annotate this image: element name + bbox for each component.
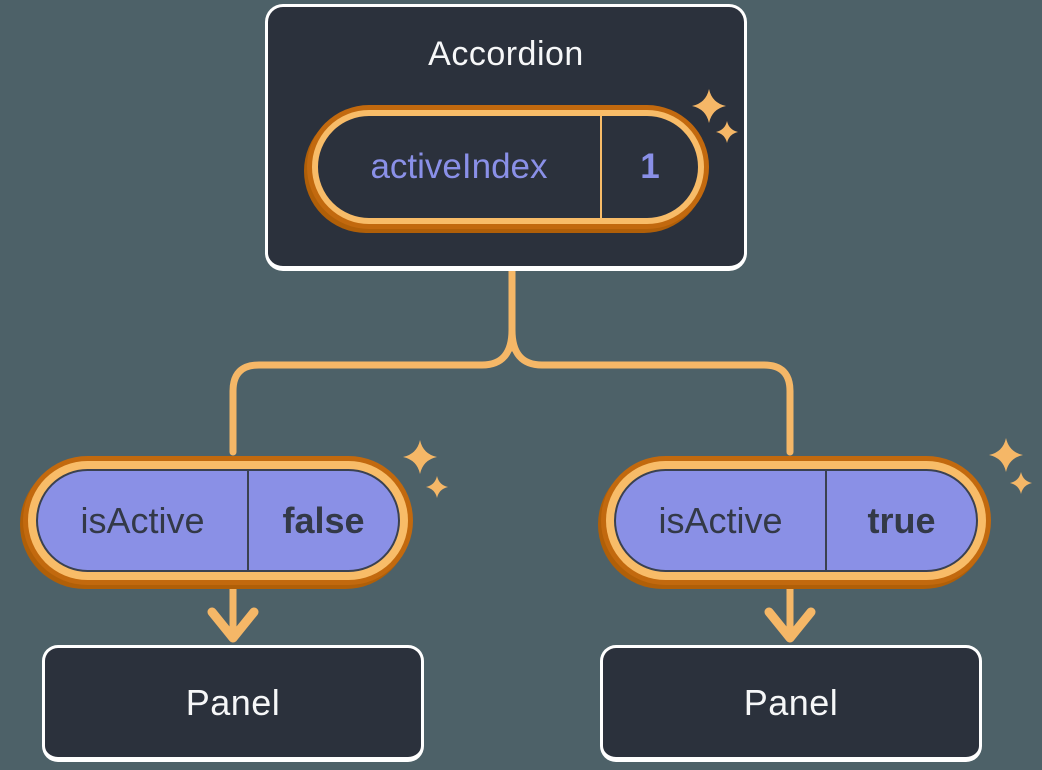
prop-label: isActive	[658, 499, 783, 541]
accordion-card: Accordion activeIndex 1	[265, 4, 747, 271]
prop-pill-isactive-true: isActive true	[614, 469, 978, 572]
panel-card-right: Panel	[600, 645, 982, 762]
panel-card-left: Panel	[42, 645, 424, 762]
panel-title: Panel	[743, 681, 839, 723]
state-label: activeIndex	[370, 147, 548, 186]
state-pill: activeIndex 1	[312, 110, 704, 224]
connector-branch-right	[508, 326, 794, 456]
connector-branch-left	[229, 326, 516, 456]
panel-title: Panel	[185, 681, 281, 723]
arrow-head-left-icon	[207, 607, 259, 643]
prop-label: isActive	[80, 499, 205, 541]
arrow-head-right-icon	[764, 607, 816, 643]
accordion-title: Accordion	[428, 35, 584, 73]
prop-pill-divider	[825, 471, 827, 570]
prop-pill-isactive-false: isActive false	[36, 469, 400, 572]
state-pill-divider	[600, 116, 602, 218]
state-value: 1	[640, 147, 660, 186]
prop-value: true	[867, 499, 936, 541]
prop-value: false	[282, 499, 365, 541]
prop-pill-divider	[247, 471, 249, 570]
